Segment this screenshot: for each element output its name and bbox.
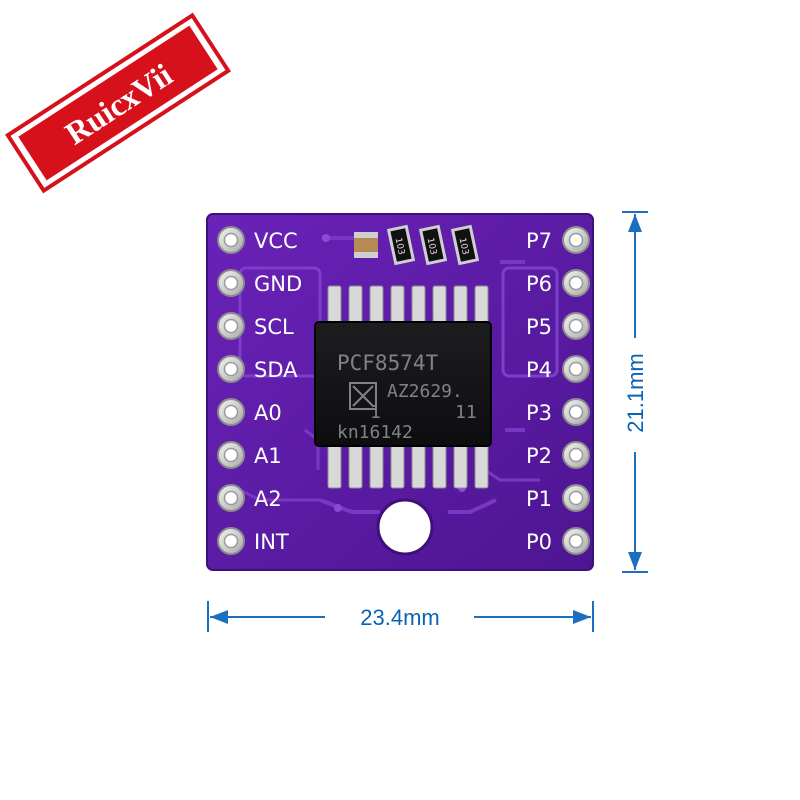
right-pin-p3[interactable]	[562, 398, 590, 426]
resistor: 103	[418, 224, 448, 266]
right-pin-p1[interactable]	[562, 484, 590, 512]
resistor-group: 103 103 103	[386, 224, 480, 266]
left-pin-label: GND	[254, 272, 302, 296]
chip-leg	[348, 285, 363, 327]
ic-chip: PCF8574T AZ2629. 1 11 kn16142	[314, 321, 492, 447]
chip-leg	[390, 285, 405, 327]
resistor-code: 103	[425, 237, 438, 256]
width-dimension	[207, 601, 594, 632]
chip-leg	[327, 443, 342, 489]
height-label: 21.1mm	[623, 353, 648, 432]
right-pin-label: P7	[526, 229, 552, 253]
left-pin-label: INT	[254, 530, 289, 554]
right-pin-p0[interactable]	[562, 527, 590, 555]
right-pin-label: P6	[526, 272, 552, 296]
chip-leg	[348, 443, 363, 489]
right-pin-p6[interactable]	[562, 269, 590, 297]
right-pin-p4[interactable]	[562, 355, 590, 383]
height-dimension	[622, 211, 648, 573]
right-pin-p5[interactable]	[562, 312, 590, 340]
chip-leg	[453, 285, 468, 327]
left-pin-a1[interactable]	[217, 441, 245, 469]
chip-leg	[474, 443, 489, 489]
chip-leg	[369, 443, 384, 489]
left-pin-label: A1	[254, 444, 282, 468]
mounting-hole	[376, 498, 434, 556]
chip-logo-icon	[349, 382, 377, 410]
chip-line-4: 11	[455, 402, 477, 423]
right-pin-label: P3	[526, 401, 552, 425]
chip-line-5: kn16142	[337, 422, 413, 443]
chip-leg	[411, 443, 426, 489]
chip-line-1: PCF8574T	[337, 351, 439, 375]
right-pin-p2[interactable]	[562, 441, 590, 469]
chip-leg	[474, 285, 489, 327]
chip-leg	[369, 285, 384, 327]
right-pin-label: P2	[526, 444, 552, 468]
chip-leg	[327, 285, 342, 327]
left-pin-int[interactable]	[217, 527, 245, 555]
chip-leg	[432, 285, 447, 327]
right-pin-label: P1	[526, 487, 552, 511]
left-pin-label: A0	[254, 401, 282, 425]
left-pin-sda[interactable]	[217, 355, 245, 383]
left-pin-label: A2	[254, 487, 282, 511]
left-pin-a2[interactable]	[217, 484, 245, 512]
chip-leg	[432, 443, 447, 489]
left-pin-a0[interactable]	[217, 398, 245, 426]
left-pin-label: SCL	[254, 315, 294, 339]
resistor: 103	[386, 224, 416, 266]
capacitor	[354, 232, 378, 258]
brand-stamp: RuicxVii	[5, 12, 231, 194]
resistor-code: 103	[393, 237, 406, 256]
right-pin-label: P0	[526, 530, 552, 554]
left-pin-vcc[interactable]	[217, 226, 245, 254]
right-pin-label: P5	[526, 315, 552, 339]
left-pin-label: VCC	[254, 229, 298, 253]
left-pin-scl[interactable]	[217, 312, 245, 340]
left-pin-gnd[interactable]	[217, 269, 245, 297]
chip-leg	[453, 443, 468, 489]
right-pin-p7[interactable]	[562, 226, 590, 254]
width-label: 23.4mm	[360, 605, 439, 630]
right-pin-label: P4	[526, 358, 552, 382]
chip-leg	[411, 285, 426, 327]
resistor: 103	[450, 224, 480, 266]
chip-line-2: AZ2629.	[387, 381, 463, 402]
resistor-code: 103	[457, 237, 470, 256]
left-pin-label: SDA	[254, 358, 298, 382]
chip-leg	[390, 443, 405, 489]
chip-pins	[327, 285, 489, 489]
chip-line-3: 1	[370, 402, 381, 423]
